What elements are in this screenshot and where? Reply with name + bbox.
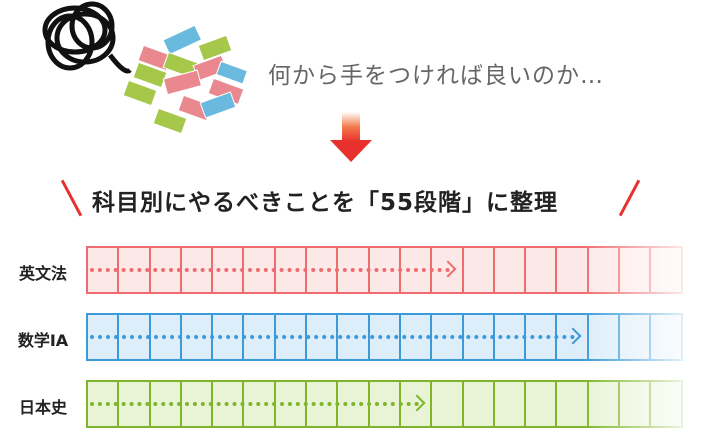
step-cell	[461, 246, 495, 294]
heading-slash-left	[60, 179, 83, 217]
heading-slash-right	[618, 179, 641, 217]
scattered-books-icon	[122, 25, 249, 135]
down-arrow-icon	[330, 112, 372, 162]
subject-label: 数学IA	[17, 331, 69, 350]
section-heading: 科目別にやるべきことを「55段階」に整理	[92, 190, 559, 216]
step-cell	[524, 380, 558, 428]
worry-tagline: 何から手をつければ良いのか…	[268, 63, 604, 89]
step-cell	[430, 380, 464, 428]
step-cell	[524, 246, 558, 294]
step-cell	[492, 246, 527, 294]
progress-dotted-line	[90, 402, 419, 406]
fade-overlay	[582, 240, 702, 429]
subject-label: 日本史	[18, 398, 67, 417]
subject-progress-track	[86, 380, 702, 428]
tangled-scribble-icon	[42, 1, 132, 74]
progress-dotted-line	[90, 268, 450, 272]
subject-label: 英文法	[18, 264, 67, 283]
step-cell	[461, 380, 495, 428]
subject-progress-track	[86, 313, 702, 361]
step-cell	[492, 380, 527, 428]
progress-dotted-line	[90, 335, 576, 339]
